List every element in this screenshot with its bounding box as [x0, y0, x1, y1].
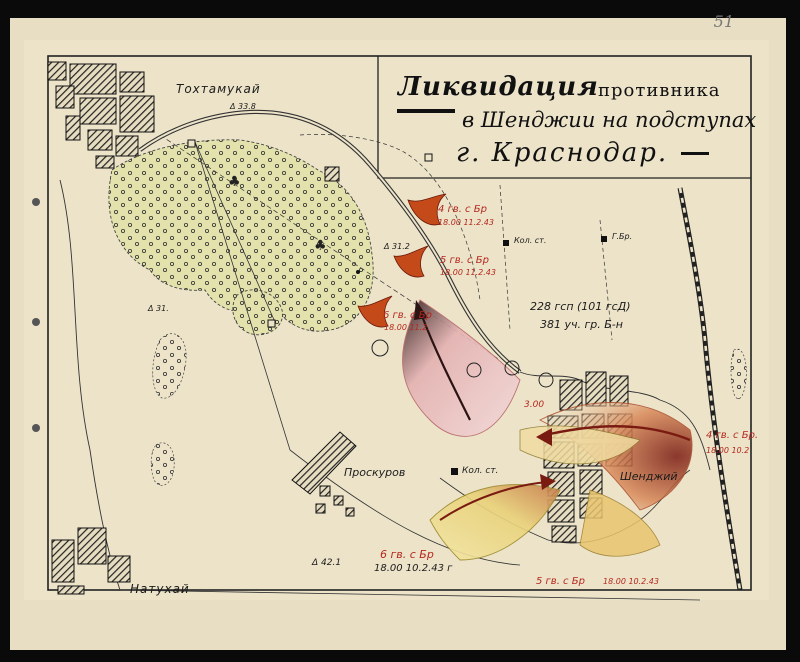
arrow-head: [414, 300, 428, 320]
unit-label-time: 18.00 11.2.43: [440, 268, 496, 277]
place-proskurov: Проскуров: [344, 466, 406, 479]
unit-flag-icon: [407, 193, 447, 226]
height-mark: Δ 31.2: [384, 242, 410, 251]
unit-circle-icon: [466, 362, 482, 378]
tree-icon: ♣: [228, 174, 241, 190]
road: [194, 141, 291, 451]
unit-circle-icon: [538, 372, 554, 388]
unit-label-time: 18.00 10.2: [706, 446, 750, 455]
place-tokhtamukai: Тохтамукай: [176, 82, 261, 96]
unit-label-name: 6 гв. с Бр: [380, 548, 434, 561]
unit-circle-icon: [371, 339, 389, 357]
building-icon: [424, 153, 433, 162]
unit-circle-icon: [504, 360, 520, 376]
track: [599, 219, 613, 341]
track: [499, 184, 511, 331]
height-mark: Δ 31.: [148, 304, 169, 313]
village-proskurov: [291, 431, 357, 517]
kolkhoz-icon: [451, 468, 458, 475]
road: [194, 141, 276, 323]
map-title-main: Ликвидация: [398, 72, 599, 102]
enemy-unit-label: 381 уч. гр. Б-н: [540, 318, 623, 331]
unit-label-name: 5 гв. с Бр: [536, 576, 585, 587]
railway: [678, 187, 742, 591]
arrow-head: [540, 474, 556, 490]
unit-label-time: 18.00 11.2.: [384, 323, 430, 332]
forest-area: [152, 333, 187, 399]
unit-label-name: 5 гв. с Бр: [440, 255, 489, 266]
unit-flag-icon: [357, 295, 393, 328]
kolkhoz-label: Кол. ст.: [514, 236, 547, 245]
map-frame: [47, 55, 752, 591]
road: [119, 589, 701, 601]
main-road: [139, 110, 521, 373]
forest-area: [150, 442, 175, 486]
place-natukhai: Натухай: [130, 582, 190, 596]
height-mark: Δ 33.8: [230, 102, 256, 111]
kolkhoz-icon: [601, 236, 607, 242]
enemy-unit-label: 228 гсп (101 гсД): [530, 300, 631, 313]
building-icon: [267, 319, 276, 328]
time-label: 3.00: [524, 400, 545, 410]
attack-fan-yellow: [429, 484, 561, 561]
binder-hole: [32, 318, 40, 326]
track: [299, 134, 481, 301]
binder-hole: [32, 198, 40, 206]
map-title-rest: противника: [598, 80, 721, 101]
arrow-head: [536, 428, 552, 446]
attack-arrow: [439, 481, 549, 521]
unit-label-time: 18.00 11.2.43: [438, 218, 494, 227]
map-title-line3: г. Краснодар.: [456, 138, 669, 168]
tree-icon: ♣: [314, 238, 327, 254]
page-number: 51: [713, 12, 734, 31]
road: [59, 179, 121, 591]
forest-area: [108, 139, 374, 332]
village-natukhai: [51, 527, 131, 595]
attack-fan-yellow: [579, 489, 661, 557]
unit-label-time: 18.00 10.2.43: [603, 577, 659, 586]
unit-label-name: 4 гв. с Бр.: [706, 430, 759, 441]
height-mark: Δ 42.1: [312, 558, 342, 568]
place-shendzhii: Шенджий: [620, 470, 678, 483]
unit-label-name: 6 гв. с Бр: [383, 310, 432, 321]
title-box: [377, 56, 751, 179]
village-tokhtamukai: [47, 61, 155, 169]
building-icon: [324, 166, 340, 182]
kolkhoz-label: Кол. ст.: [462, 466, 499, 476]
unit-label-time: 18.00 10.2.43 г: [374, 563, 453, 574]
forest-area: [730, 348, 747, 400]
gbr-label: Г.Бр.: [612, 232, 633, 241]
building-icon: [187, 139, 196, 148]
map-title-line2: в Шенджии на подступах: [462, 108, 757, 132]
unit-flag-icon: [393, 245, 429, 278]
kolkhoz-icon: [503, 240, 509, 246]
binder-hole: [32, 424, 40, 432]
title-underline: [397, 109, 455, 113]
attack-fan-pink: [402, 299, 521, 437]
attack-arrow: [420, 315, 471, 421]
title-underline: [681, 152, 709, 155]
unit-label-name: 4 гв. с Бр: [438, 204, 487, 215]
point-icon: [356, 270, 360, 274]
attack-arrow: [544, 425, 691, 442]
